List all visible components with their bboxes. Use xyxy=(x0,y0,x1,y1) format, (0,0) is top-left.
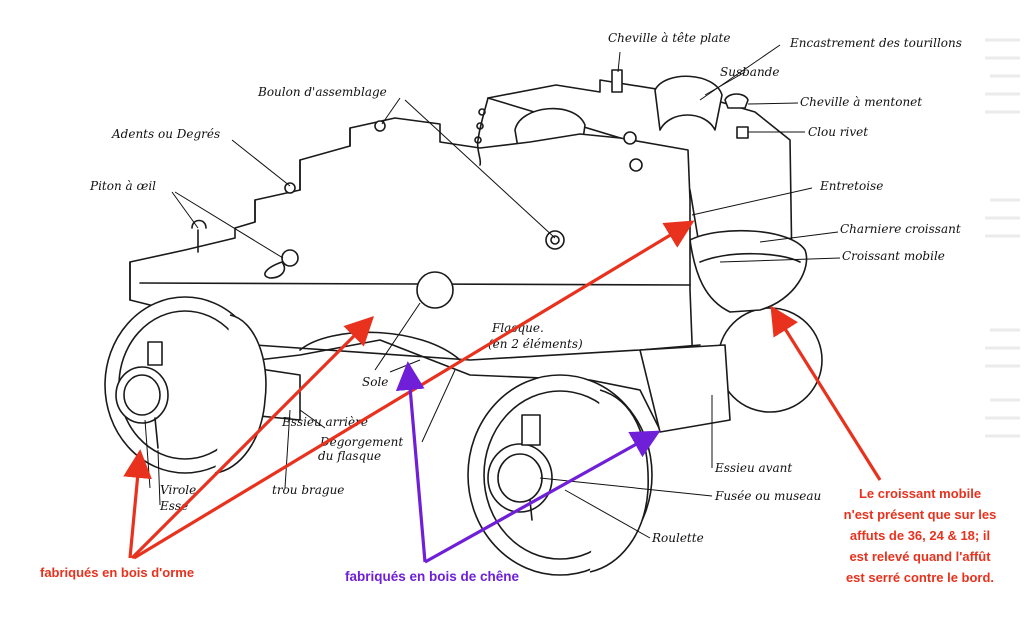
label-adents: Adents ou Degrés xyxy=(111,127,220,141)
trunnion-hole xyxy=(416,271,454,309)
purple-arrow-axle xyxy=(424,430,661,564)
label-entretoise: Entretoise xyxy=(819,179,883,193)
label-charniere: Charniere croissant xyxy=(840,222,961,236)
front-left-wheel xyxy=(467,374,653,576)
front-flasque xyxy=(129,117,696,431)
label-degorgement: Dégorgement xyxy=(319,435,403,449)
part-labels: Cheville à tête plate Encastrement des t… xyxy=(89,31,962,545)
label-boulon: Boulon d'assemblage xyxy=(257,85,387,99)
ring-bolt xyxy=(281,249,299,267)
label-trou-brague: trou brague xyxy=(272,483,344,497)
rear-left-wheel xyxy=(104,296,267,474)
label-flasque-sub: (en 2 éléments) xyxy=(488,337,583,351)
note-croissant-line-1: Le croissant mobile xyxy=(859,486,981,501)
note-croissant-line-5: est serré contre le bord. xyxy=(846,570,994,585)
note-orme: fabriqués en bois d'orme xyxy=(40,565,194,580)
label-virole: Virole xyxy=(160,483,196,497)
label-susbande: Susbande xyxy=(720,65,779,79)
label-degorgement-2: du flasque xyxy=(318,449,381,463)
label-essieu-arriere: Essieu arrière xyxy=(281,415,368,429)
label-fusee: Fusée ou museau xyxy=(714,489,821,503)
note-croissant-line-3: affuts de 36, 24 & 18; il xyxy=(850,528,990,543)
red-arrow-croissant xyxy=(770,305,882,481)
chene-arrows xyxy=(395,361,661,564)
label-roulette: Roulette xyxy=(651,531,704,545)
label-cheville-tete-plate: Cheville à tête plate xyxy=(608,31,730,45)
label-encastrement: Encastrement des tourillons xyxy=(789,36,962,50)
label-cheville-mentonet: Cheville à mentonet xyxy=(800,95,922,109)
red-arrow-wheel xyxy=(123,449,152,559)
label-essieu-avant: Essieu avant xyxy=(714,461,792,475)
chain xyxy=(476,97,489,166)
front-axle xyxy=(639,344,731,433)
eye-piton xyxy=(191,219,207,253)
purple-arrow-sole xyxy=(395,361,427,563)
note-croissant-line-2: n'est présent que sur les xyxy=(844,507,997,522)
carriage-drawing xyxy=(104,69,823,576)
label-sole: Sole xyxy=(362,375,388,389)
trunnion-strap-right xyxy=(654,75,723,131)
label-croissant: Croissant mobile xyxy=(842,249,945,263)
bolt-front xyxy=(545,230,565,250)
note-chene: fabriqués en bois de chêne xyxy=(345,569,520,584)
croissant-mobile xyxy=(689,229,808,313)
label-piton: Piton à œil xyxy=(89,179,156,193)
note-croissant: Le croissant mobile n'est présent que su… xyxy=(844,486,997,585)
background-text-column xyxy=(985,38,1020,438)
red-arrow-axle xyxy=(130,315,375,560)
label-clou-rivet: Clou rivet xyxy=(808,125,868,139)
note-croissant-line-4: est relevé quand l'affût xyxy=(849,549,991,564)
